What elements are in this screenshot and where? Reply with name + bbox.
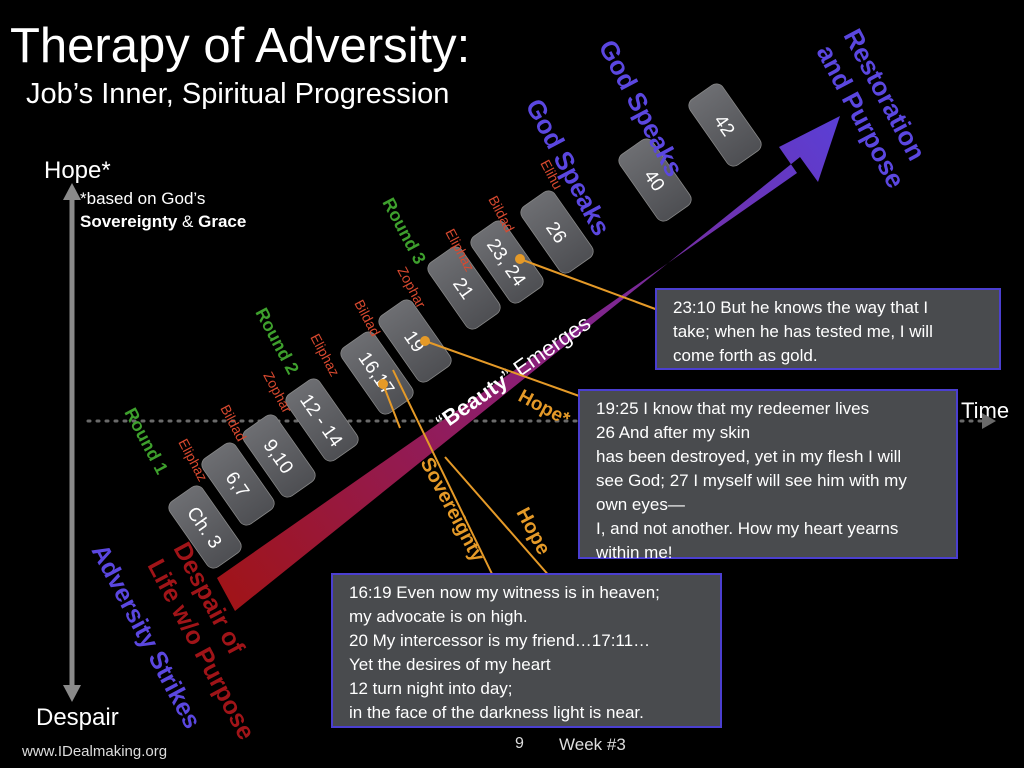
quote-line: see God; 27 I myself will see him with m… — [596, 471, 907, 490]
hope-despair-axis — [63, 183, 81, 702]
speaker-label: Bildad — [351, 297, 383, 339]
chapter-tile: 9,10 — [242, 414, 316, 498]
sovereignty-term: Sovereignty — [80, 212, 178, 231]
grace-term: Grace — [198, 212, 247, 231]
page-number: 9 — [515, 735, 524, 752]
quote-line: 23:10 But he knows the way that I — [673, 298, 929, 317]
quote-line: has been destroyed, yet in my flesh I wi… — [596, 447, 902, 466]
progression-arrow — [217, 116, 840, 611]
chapter-tile: 21 — [427, 246, 501, 330]
quote-line: come forth as gold. — [673, 346, 818, 365]
chapter-tile: 42 — [688, 83, 762, 167]
quote-line: I, and not another. How my heart yearns — [596, 519, 899, 538]
speaker-label: Eliphaz — [307, 331, 343, 379]
website-footer: www.IDealmaking.org — [22, 743, 168, 760]
chapter-tile: 40 — [618, 138, 692, 222]
quote-line: Yet the desires of my heart — [349, 655, 551, 674]
quote-line: 20 My intercessor is my friend…17:11… — [349, 631, 651, 650]
chapter-tile: 26 — [520, 190, 594, 274]
chapter-tile: 6,7 — [201, 442, 275, 526]
quote-line: my advocate is on high. — [349, 607, 528, 626]
sovereignty-callout: Sovereignty — [416, 454, 490, 566]
hope-axis-label: Hope* — [44, 157, 111, 184]
connector-lines — [378, 254, 659, 579]
slide-title: Therapy of Adversity: — [10, 19, 471, 73]
quote-box-16: 16:19 Even now my witness is in heaven; … — [331, 573, 722, 728]
restoration-label: Restoration and Purpose — [811, 24, 932, 193]
ampersand: & — [177, 212, 199, 231]
round-label: Round 1 — [120, 404, 171, 477]
slide-subtitle: Job’s Inner, Spiritual Progression — [26, 78, 450, 110]
chapter-tile: 16,17 — [340, 331, 414, 415]
quote-line: own eyes— — [596, 495, 685, 514]
week-label: Week #3 — [559, 735, 626, 754]
quote-box-19: 19:25 I know that my redeemer lives 26 A… — [578, 389, 958, 562]
hope-footnote: *based on God’s — [80, 189, 206, 208]
speaker-labels: EliphazBildadZopharEliphazBildadZopharEl… — [175, 157, 566, 484]
round-label: Round 2 — [251, 304, 302, 377]
hope-star-callout: Hope* — [515, 386, 574, 431]
despair-axis-label: Despair — [36, 704, 119, 731]
quote-box-23: 23:10 But he knows the way that I take; … — [655, 288, 1001, 370]
speaker-label: Bildad — [217, 402, 249, 444]
quote-line: 26 And after my skin — [596, 423, 751, 442]
quote-line: within me! — [596, 543, 673, 562]
quote-line: in the face of the darkness light is nea… — [349, 703, 644, 722]
speaker-label: Zophar — [260, 369, 295, 416]
quote-line: 19:25 I know that my redeemer lives — [596, 399, 870, 418]
quote-line: take; when he has tested me, I will — [673, 322, 933, 341]
hope-callout: Hope — [512, 504, 555, 558]
quote-line: 16:19 Even now my witness is in heaven; — [349, 583, 660, 602]
hope-footnote-terms: Sovereignty & Grace — [80, 212, 246, 232]
round-label: Round 3 — [378, 194, 429, 267]
quote-line: 12 turn night into day; — [349, 679, 513, 698]
